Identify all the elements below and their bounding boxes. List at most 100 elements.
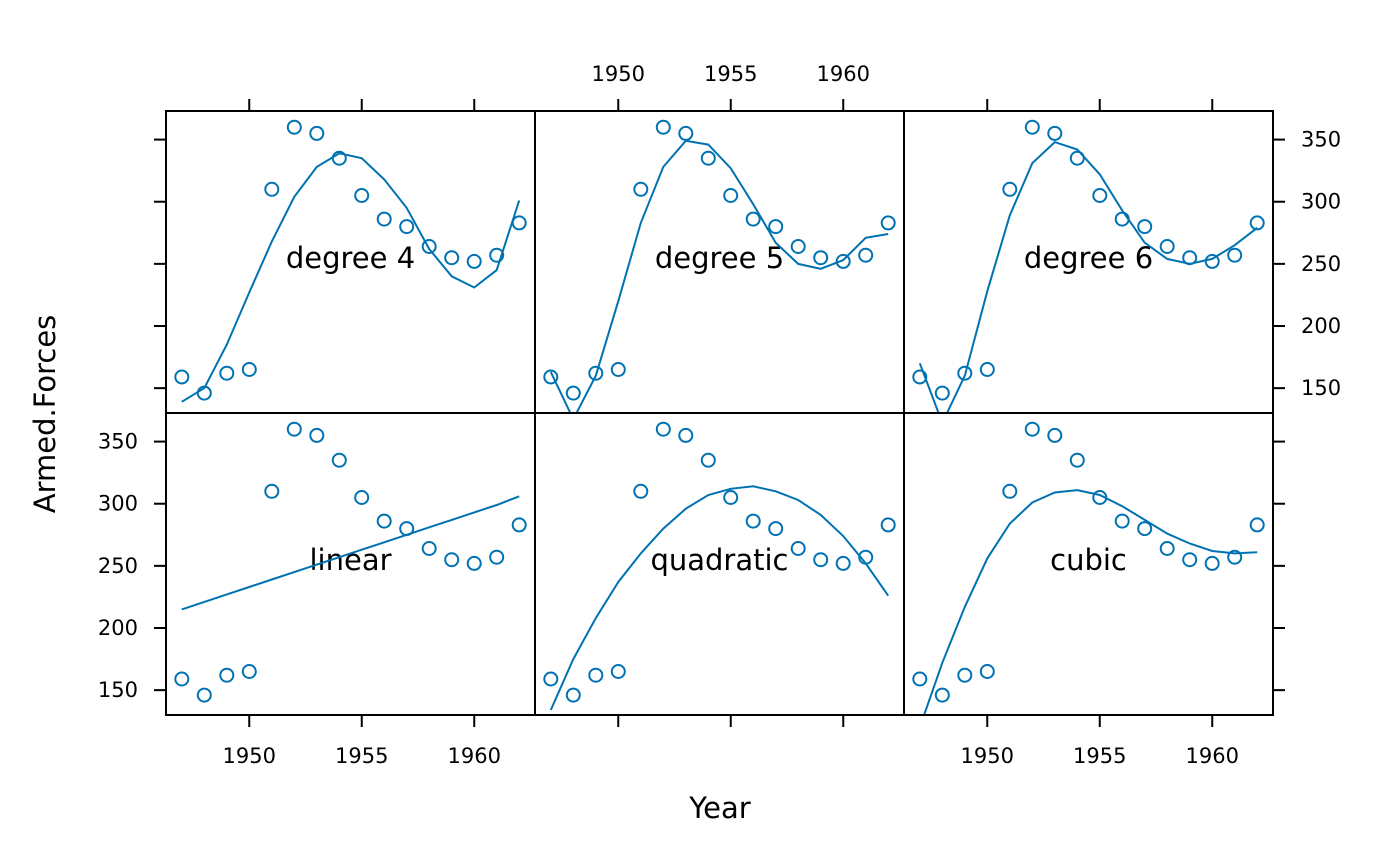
data-point-degree-6 [957,365,973,381]
data-point-degree-5 [610,362,626,377]
data-point-cubic [912,671,928,687]
data-point-quadratic [678,427,694,443]
y-tick-label: 200 [1301,314,1341,338]
fit-line-quadratic [549,485,890,711]
data-point-linear [174,671,190,687]
x-tick-label: 1960 [448,744,501,768]
panel-linear: linear [174,421,527,703]
panel-degree-5: degree 5 [543,119,896,413]
data-point-degree-4 [489,247,505,263]
data-point-degree-4 [286,119,302,135]
data-point-cubic [1002,483,1018,499]
data-point-linear [489,549,505,565]
data-point-cubic [979,664,995,679]
data-point-cubic [1069,452,1085,468]
data-point-cubic [1092,490,1108,505]
data-point-degree-6 [1137,219,1153,235]
data-point-degree-5 [565,385,581,401]
data-point-linear [399,521,415,537]
fit-line-degree-4 [181,152,521,403]
data-point-linear [354,490,370,505]
fit-line-cubic [923,489,1258,715]
x-axis-title: Year [688,791,750,825]
y-tick-label: 350 [98,430,138,454]
data-point-degree-5 [790,239,806,254]
data-point-degree-6 [934,385,950,401]
data-point-linear [241,664,257,679]
data-point-degree-4 [444,250,460,266]
data-point-degree-6 [1002,181,1018,197]
data-point-degree-4 [241,362,257,377]
data-point-quadratic [588,667,604,683]
y-tick-label: 250 [98,554,138,578]
x-tick-label: 1955 [1073,744,1126,768]
data-point-linear [264,483,280,499]
data-point-quadratic [813,552,829,568]
data-point-degree-5 [813,250,829,266]
data-point-quadratic [610,664,626,679]
data-point-cubic [1047,427,1063,443]
fit-line-degree-6 [918,140,1258,413]
data-point-quadratic [835,555,851,571]
data-point-cubic [1137,521,1153,537]
data-point-degree-6 [1114,211,1130,227]
data-point-linear [309,427,325,443]
data-point-degree-4 [376,211,392,227]
data-point-quadratic [633,483,649,499]
data-point-degree-6 [1204,253,1220,269]
x-tick-label: 1960 [1186,744,1239,768]
data-point-degree-6 [1159,239,1175,254]
data-point-degree-5 [678,125,694,141]
x-tick-label: 1950 [592,62,645,86]
data-point-degree-5 [588,365,604,381]
data-point-cubic [934,687,950,703]
data-point-linear [331,452,347,468]
data-point-degree-5 [543,369,559,385]
data-point-cubic [957,667,973,683]
data-point-degree-6 [1024,119,1040,135]
panel-label-linear: linear [309,543,391,577]
data-point-quadratic [790,541,806,556]
data-point-cubic [1204,555,1220,571]
data-point-linear [376,513,392,529]
data-point-quadratic [543,671,559,687]
y-tick-label: 300 [98,492,138,516]
data-point-degree-6 [1249,215,1265,231]
data-point-degree-6 [912,369,928,385]
data-point-degree-4 [421,239,437,254]
fit-line-degree-5 [549,139,889,413]
data-point-degree-6 [1092,188,1108,203]
y-tick-label: 300 [1301,190,1341,214]
y-tick-label: 150 [1301,376,1341,400]
panel-degree-4: degree 4 [174,119,527,403]
panel-label-degree-5: degree 5 [655,241,784,275]
data-point-degree-6 [1182,250,1198,266]
data-point-degree-4 [264,181,280,197]
data-point-linear [444,552,460,568]
data-point-degree-5 [700,150,716,166]
x-tick-label: 1960 [817,62,870,86]
data-point-quadratic [745,513,761,529]
y-tick-label: 200 [98,616,138,640]
data-point-degree-5 [723,188,739,203]
x-tick-label: 1950 [961,744,1014,768]
data-point-linear [286,421,302,437]
panel-label-degree-4: degree 4 [286,241,415,275]
data-point-degree-5 [655,119,671,135]
panel-label-degree-6: degree 6 [1024,241,1153,275]
data-point-linear [219,667,235,683]
data-point-degree-5 [745,211,761,227]
data-point-degree-4 [399,219,415,235]
panel-cubic: cubic [912,421,1265,715]
data-point-degree-4 [219,365,235,381]
panel-frame-degree-6 [903,110,1274,414]
data-point-cubic [1182,552,1198,568]
data-point-degree-4 [309,125,325,141]
data-point-degree-6 [1227,247,1243,263]
data-point-cubic [1159,541,1175,556]
x-tick-label: 1955 [704,62,757,86]
data-point-cubic [1227,549,1243,565]
data-point-degree-4 [331,150,347,166]
data-point-degree-4 [354,188,370,203]
data-point-degree-5 [858,247,874,263]
